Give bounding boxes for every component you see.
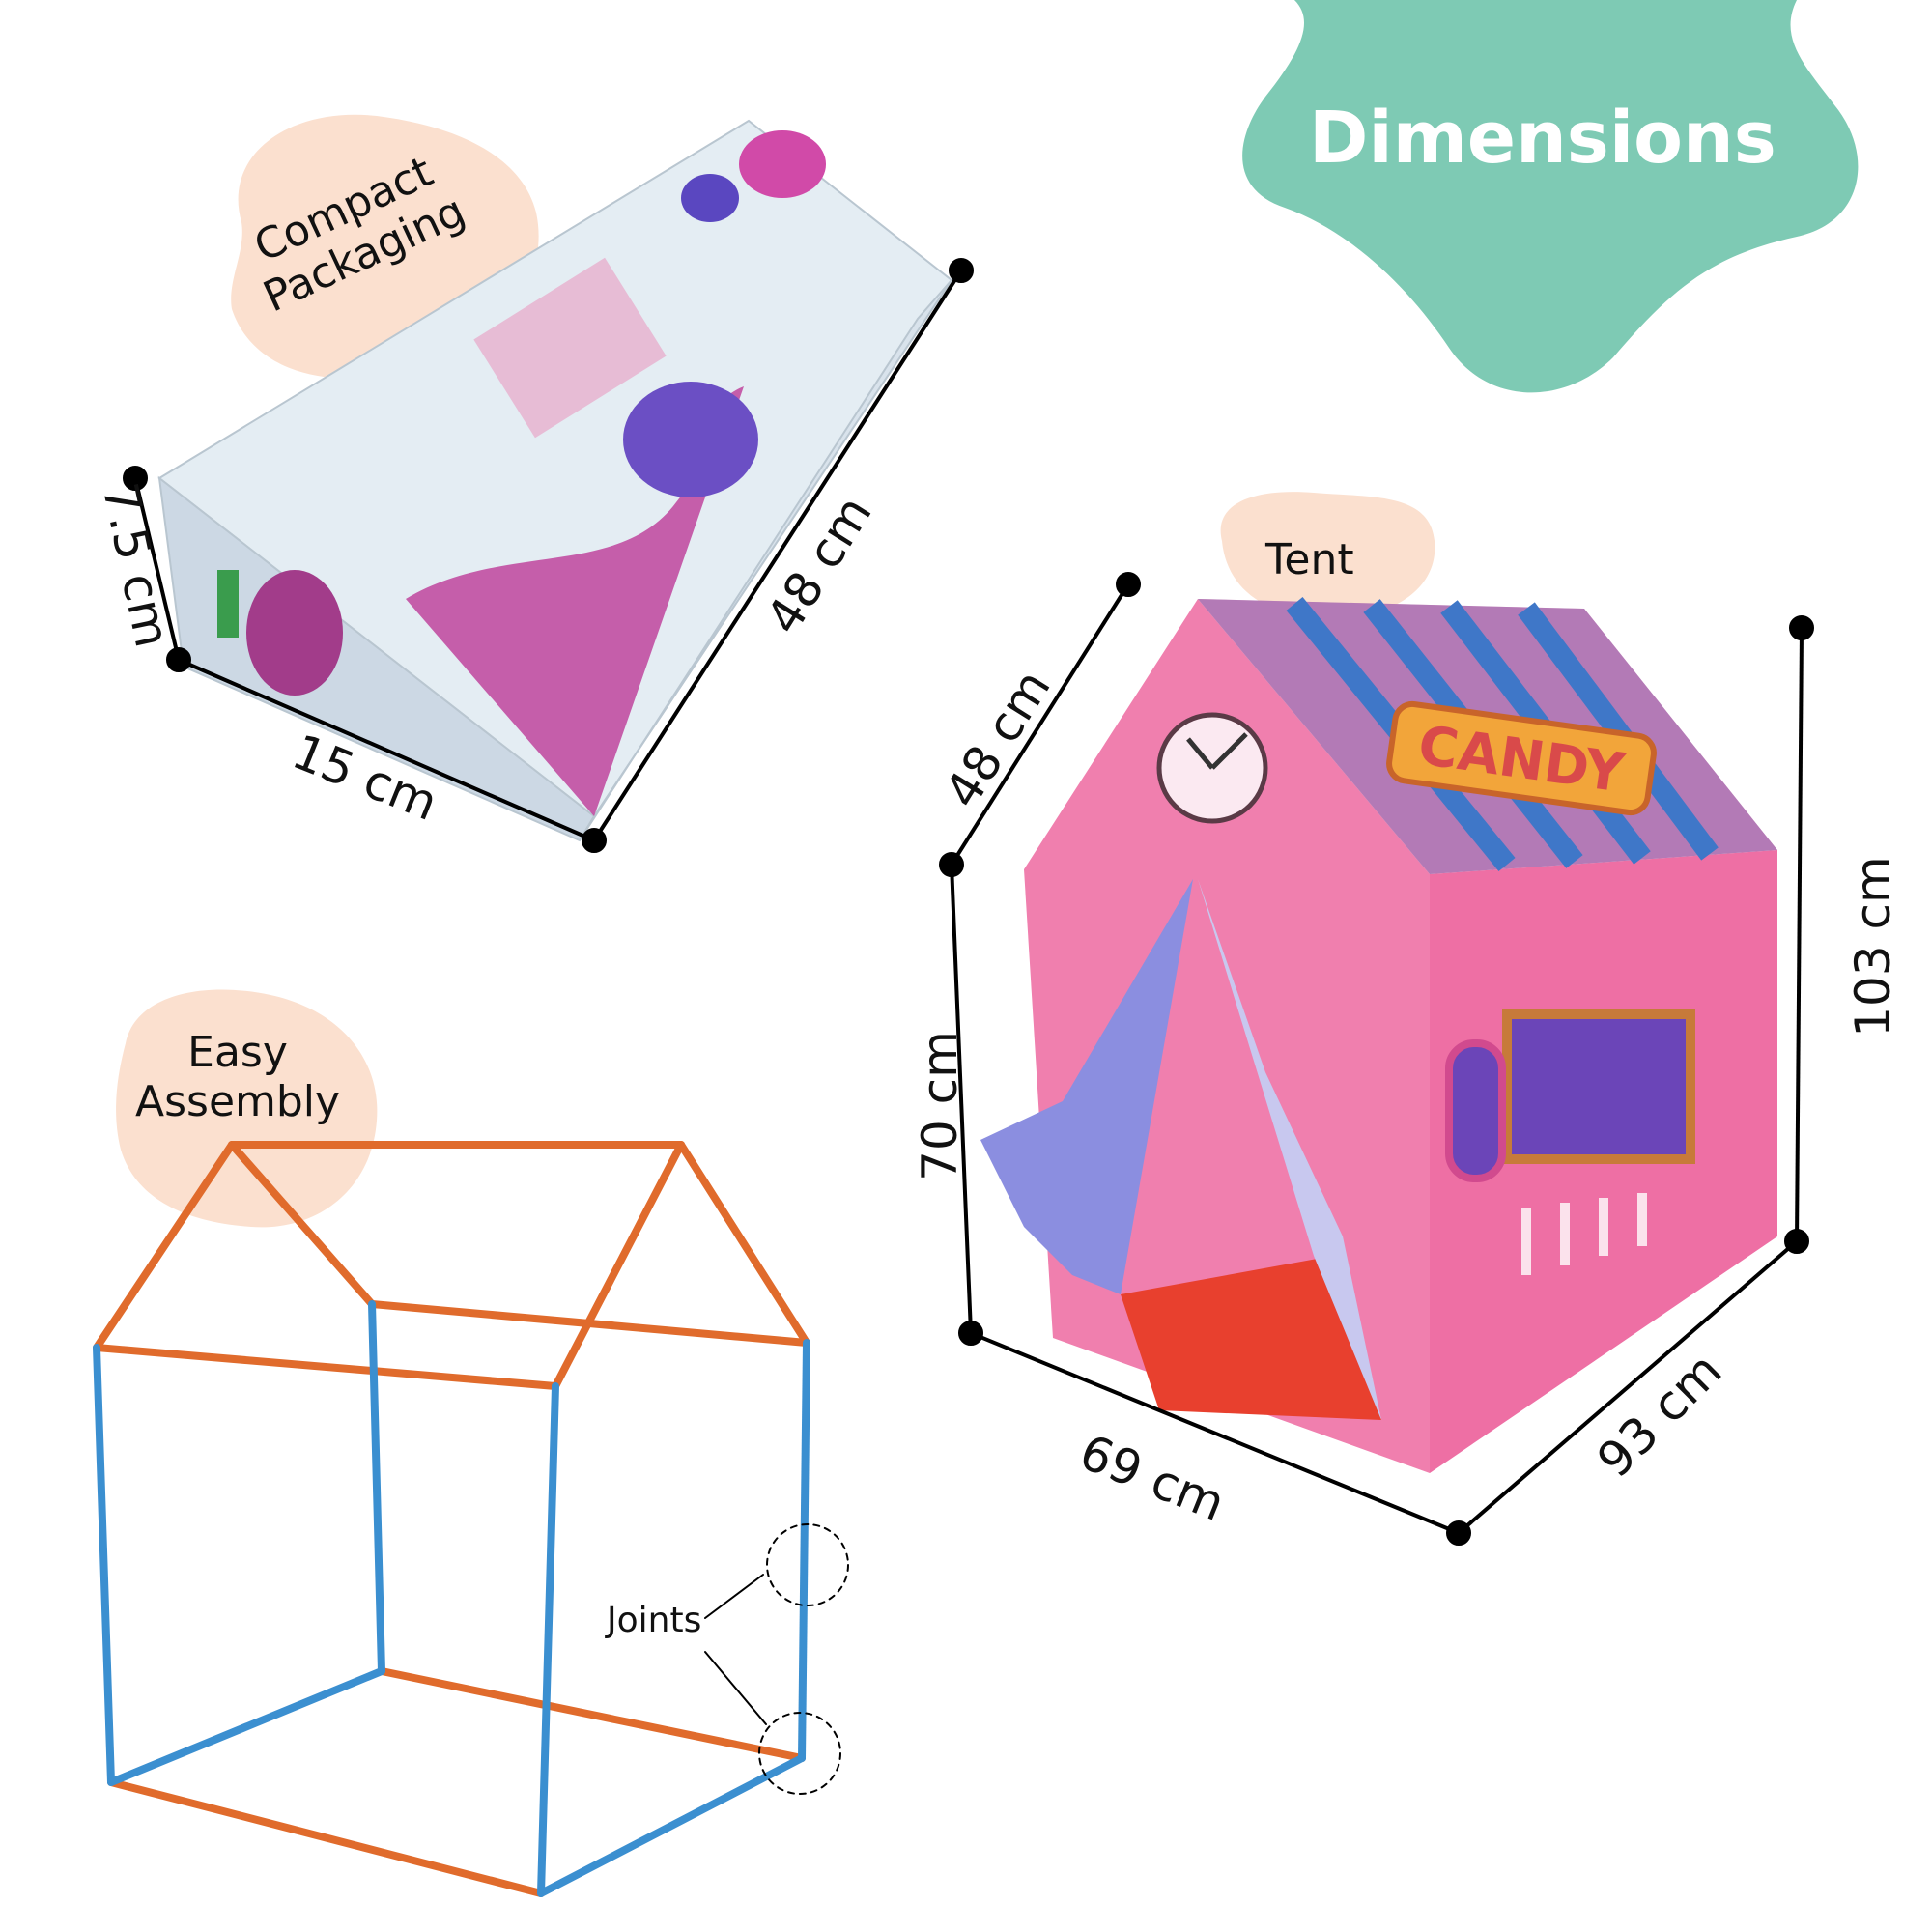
frame-rafter bbox=[228, 1141, 376, 1308]
joints-label: Joints bbox=[607, 1601, 702, 1640]
tent-base-stripes bbox=[1521, 1193, 1647, 1275]
frame-rafter bbox=[677, 1141, 810, 1347]
joint-highlight bbox=[766, 1523, 849, 1606]
title-blob bbox=[1242, 0, 1859, 393]
tent-badge: Tent bbox=[1265, 535, 1354, 584]
tent-dimension-lines bbox=[939, 572, 1814, 1546]
frame-post bbox=[368, 1300, 385, 1675]
frame-beam bbox=[368, 1300, 810, 1347]
candy-sign bbox=[1386, 700, 1657, 816]
assembly-badge: Easy Assembly bbox=[135, 1028, 341, 1126]
tent-door-left-flap bbox=[980, 879, 1193, 1294]
assembly-badge-line1: Easy bbox=[187, 1028, 288, 1077]
box-side-face bbox=[579, 279, 952, 841]
tent-window-arch bbox=[1445, 1039, 1506, 1182]
box-end-circle bbox=[246, 570, 343, 696]
frame-rafter bbox=[552, 1141, 685, 1390]
tent-door-right-flap bbox=[1198, 879, 1381, 1420]
frame-rafter bbox=[93, 1141, 236, 1351]
box-dimension-lines bbox=[123, 258, 974, 853]
frame-base bbox=[378, 1667, 806, 1762]
tent-illustration: CANDY bbox=[980, 597, 1777, 1473]
box-blue-dot bbox=[681, 174, 739, 222]
tent-window bbox=[1502, 1009, 1695, 1164]
frame-post bbox=[537, 1382, 559, 1897]
box-pink-wave bbox=[406, 386, 744, 816]
assembly-label-blob bbox=[116, 989, 378, 1228]
joint-highlight bbox=[758, 1712, 841, 1795]
tent-floor bbox=[1121, 1256, 1381, 1420]
box-purple-circle bbox=[623, 382, 758, 497]
frame-base bbox=[107, 1778, 545, 1897]
frame-base bbox=[107, 1667, 385, 1786]
box-pink-circle bbox=[739, 130, 826, 198]
box-end-tag bbox=[217, 570, 239, 638]
packaging-box bbox=[157, 119, 953, 842]
tent-wall-label: 70 cm bbox=[911, 1031, 968, 1181]
page-title: Dimensions bbox=[1309, 97, 1776, 180]
frame-post bbox=[93, 1344, 115, 1786]
frame-beam bbox=[93, 1344, 559, 1390]
frame-post bbox=[798, 1339, 810, 1762]
tent-frame bbox=[93, 1141, 849, 1897]
tent-label-blob bbox=[1220, 492, 1435, 618]
box-tent-photo bbox=[473, 257, 667, 439]
frame-base bbox=[537, 1754, 806, 1897]
assembly-badge-line2: Assembly bbox=[135, 1076, 341, 1126]
tent-height-label: 103 cm bbox=[1844, 856, 1901, 1037]
